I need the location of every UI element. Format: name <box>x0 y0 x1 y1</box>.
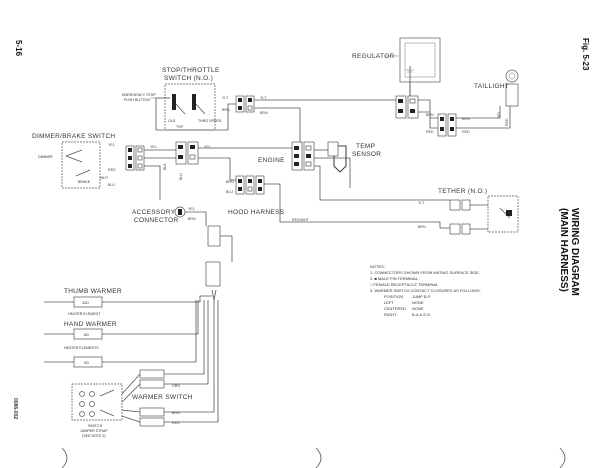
temp-sensor-label-1: TEMP <box>356 143 375 150</box>
thumb-warmer: THUMB WARMER 43Ω HEATER ELEMENT <box>44 288 128 316</box>
thumb-warmer-resistance: 43Ω <box>82 301 89 305</box>
stop-throttle-label-2: SWITCH (N.O.) <box>164 75 213 82</box>
page-number: 5-16 <box>14 40 23 57</box>
notes-row1-pos: LEFT <box>384 300 394 305</box>
accessory-label-2: CONNECTOR <box>134 217 178 224</box>
wire-brn-warmer: BRN <box>172 411 180 415</box>
switch-tsp-label: TSP <box>176 125 184 129</box>
regulator: REGULATOR <box>352 37 441 96</box>
harness-wires <box>121 82 511 423</box>
heater-elements-label: HEATER ELEMENTS <box>64 346 99 350</box>
warmer-switch-label: WARMER SWITCH <box>132 394 193 401</box>
hand-warmer-label: HAND WARMER <box>64 321 117 328</box>
connector-center <box>175 141 199 165</box>
wire-red-tail: RED <box>426 130 434 134</box>
hood-harness-plug <box>205 225 221 301</box>
temp-sensor-label-2: SENSOR <box>352 151 381 158</box>
notes-line-1: 1. CONNECTORS SHOWN FROM MATING SURFACE … <box>370 270 480 275</box>
wire-yel-dimmer-out: YEL <box>150 145 157 149</box>
tether-switch: TETHER (N.O.) <box>438 188 519 235</box>
jumper-label-1: SWITCH <box>88 424 103 428</box>
wire-ylt-b: YLT <box>260 96 267 100</box>
wire-brn-tail-out: BRN <box>462 117 470 121</box>
wire-yel-acc: YEL <box>188 207 195 211</box>
emergency-stop-label-2: PUSH BUTTON <box>124 98 150 102</box>
engine-label: ENGINE <box>258 157 285 164</box>
tether-label: TETHER (N.O.) <box>438 188 487 195</box>
notes-block: NOTES: 1. CONNECTORS SHOWN FROM MATING S… <box>370 264 481 317</box>
jumper-label-3: (SEE NOTE 3) <box>82 434 106 438</box>
notes-col-position: POSITION <box>384 294 403 299</box>
wire-brn-b: BRN <box>260 111 268 115</box>
hand-warmer-resistance: 8Ω <box>84 333 89 337</box>
connector-regulator <box>395 95 419 119</box>
binding-mark-center <box>315 447 322 468</box>
emergency-stop-label-1: EMERGENCY STOP <box>122 93 156 97</box>
notes-row2-val: NONE <box>412 306 424 311</box>
stop-throttle-switch: STOP/THROTTLE SWITCH (N.O.) EMERGENCY ST… <box>122 67 222 131</box>
wire-brn-hood: BRN <box>226 180 234 184</box>
taillight-label: TAILLIGHT <box>474 83 509 90</box>
wire-grn-warmer: GRN <box>172 384 180 388</box>
wire-red-warmer: RED <box>172 421 180 425</box>
wire-red-dimmer: RED <box>108 168 116 172</box>
notes-line-4: 3. WARMER SWITCH CONTACT CLOSURES AS FOL… <box>370 288 481 293</box>
wire-wht-dimmer: WHT <box>100 176 109 180</box>
hood-harness-label: HOOD HARNESS <box>228 209 285 216</box>
notes-row3-pos: RIGHT <box>384 312 397 317</box>
switch-throttle-label: THRO SPEED <box>198 119 222 123</box>
wire-yel-dimmer: YEL <box>108 143 115 147</box>
notes-col-jump: JUMP B-P <box>412 294 431 299</box>
notes-header: NOTES: <box>370 264 385 269</box>
thumb-warmer-label: THUMB WARMER <box>64 288 122 295</box>
taillight: TAILLIGHT <box>474 69 519 107</box>
wire-brn-a: BRN <box>222 108 230 112</box>
jumper-label-2: JUMPER STRAP <box>80 429 108 433</box>
wire-brn-acc: BRN <box>188 217 196 221</box>
thumb-heater-element: HEATER ELEMENT <box>68 312 101 316</box>
stop-throttle-label-1: STOP/THROTTLE <box>162 67 220 74</box>
diagram-subtitle: (MAIN HARNESS) <box>558 208 569 292</box>
connector-dimmer <box>125 145 145 171</box>
notes-line-2: 2. ■ MALE PIN TERMINAL <box>370 276 419 281</box>
part-code: 0086-002 <box>12 398 18 419</box>
warmer-switch: WARMER SWITCH SWITCH JUMPER STRAP (SEE N… <box>71 383 193 438</box>
dimmer-brake-switch: DIMMER/BRAKE SWITCH DIMMER BRAKE <box>32 133 115 189</box>
accessory-label-1: ACCESSORY <box>132 209 176 216</box>
wire-ylt-tether: YLT <box>418 201 425 205</box>
wire-blu-hood: BLU <box>226 190 233 194</box>
wire-blu-dimmer: BLU <box>108 183 115 187</box>
notes-row3-val: B-A & E-D <box>412 312 430 317</box>
dimmer-brake-label: DIMMER/BRAKE SWITCH <box>32 133 115 140</box>
dimmer-label: DIMMER <box>38 155 53 159</box>
notes-line-3: □ FEMALE RECEPTACLE TERMINAL <box>370 282 439 287</box>
temp-sensor: TEMP SENSOR <box>327 141 381 173</box>
wire-brn-tether: BRN <box>418 225 426 229</box>
wire-ylt-a: YLT <box>222 96 229 100</box>
wire-yel-center: YEL <box>204 145 211 149</box>
notes-row2-pos: CENTERED <box>384 306 406 311</box>
accessory-connector: ACCESSORY CONNECTOR <box>132 206 186 224</box>
brake-label: BRAKE <box>78 180 91 184</box>
connector-taillight <box>437 113 457 137</box>
diagram-title: WIRING DIAGRAM <box>569 208 580 296</box>
binding-mark-left <box>61 447 68 468</box>
engine-connector: ENGINE <box>258 141 315 171</box>
heater-elements-resistance: 9Ω <box>84 361 89 365</box>
hood-harness-connector <box>235 175 265 195</box>
wire-red-wht-hood: RED/WHT <box>292 218 310 222</box>
hand-warmer: HAND WARMER 8Ω HEATER ELEMENTS 9Ω <box>44 321 128 368</box>
connector-stop-throttle <box>235 95 255 113</box>
wire-blu-center: BLU <box>179 173 183 180</box>
fig-label: Fig. 5-23 <box>581 38 590 71</box>
wire-red-tail-v: RED <box>505 118 509 126</box>
regulator-label: REGULATOR <box>352 53 395 60</box>
wire-yel-tail: YEL <box>497 111 501 118</box>
wire-blk-center: BLK <box>163 163 167 170</box>
binding-mark-right <box>559 447 566 468</box>
wire-red-tail-out: RED <box>462 130 470 134</box>
notes-row1-val: NONE <box>412 300 424 305</box>
switch-old-label: OLD <box>168 119 176 123</box>
